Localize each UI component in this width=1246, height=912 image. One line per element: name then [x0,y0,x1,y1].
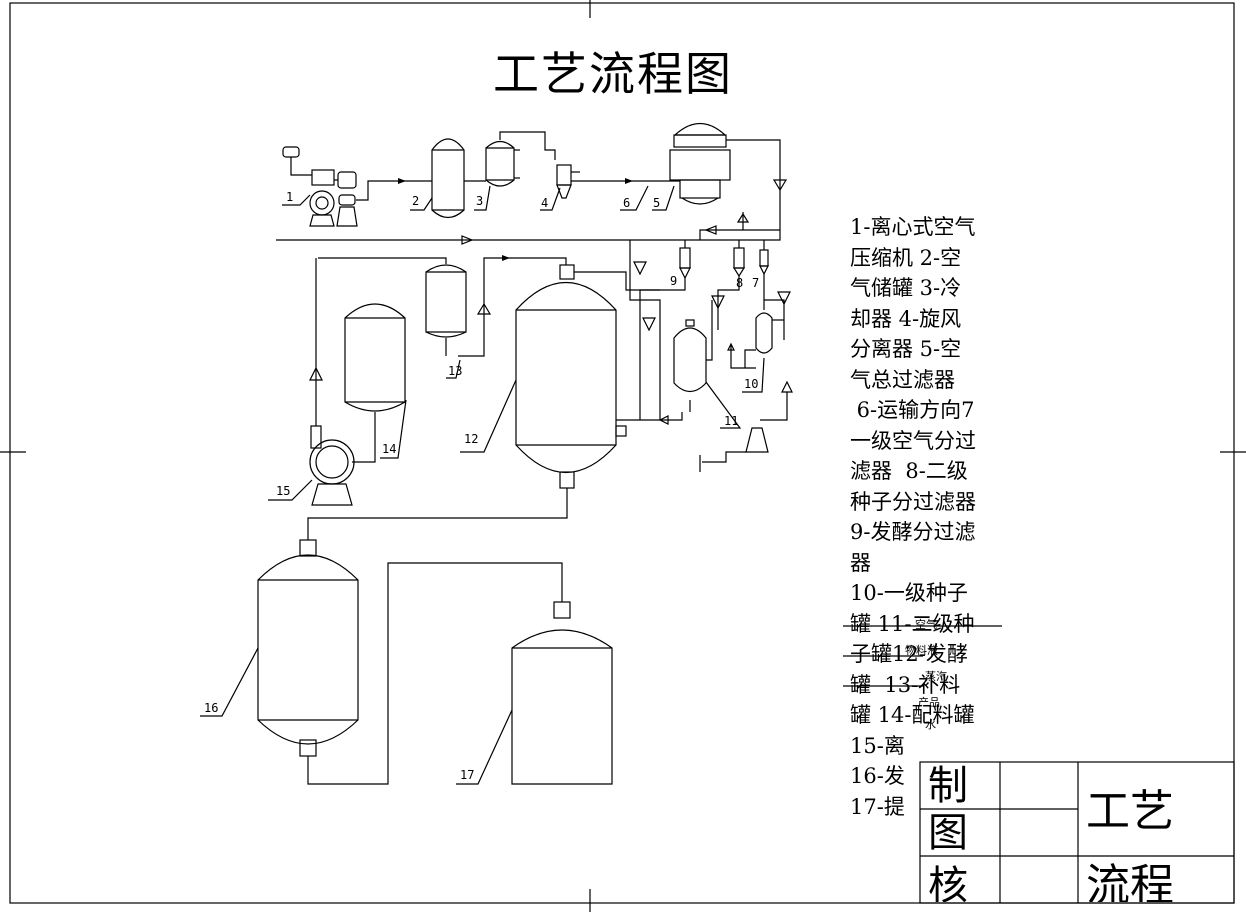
equipment-tag-4: 4 [541,196,549,210]
overlay-note-water: 水 [925,718,936,731]
equipment-tag-14: 14 [382,442,397,456]
drawing-frame [9,2,1235,904]
pipe-1-2 [356,180,432,201]
legend-line: 罐 14-配料罐 [850,703,975,727]
air-header-pipe [276,215,781,241]
title-block [919,761,1235,904]
equipment-tag-2: 2 [412,194,420,208]
equipment-tag-5: 5 [653,196,661,210]
centrifugal-pump-15 [309,258,355,506]
title-block-drawn-by: 制 [928,764,968,808]
equipment-tag-10: 10 [744,377,759,391]
legend-line: 却器 4-旋风 [850,306,962,331]
equipment-tag-12: 12 [464,432,479,446]
legend-line: 滤器 8-二级 [850,459,968,483]
equipment-legend: 1-离心式空气压缩机 2-空气储罐 3-冷却器 4-旋风分离器 5-空气总过滤器… [850,212,1015,822]
overlay-note-product: 产品 [918,696,940,709]
legend-line: 17-提 [850,794,905,819]
leader-lines [200,185,765,785]
legend-line: 6-运输方向7 [850,398,975,422]
fermenter-12 [515,264,683,489]
batching-tank-14 [344,303,406,463]
equipment-tag-3: 3 [476,194,484,208]
sampling-flask [699,427,769,472]
legend-line: 罐 11-二级种 [850,611,975,636]
title-block-name-line2: 流程 [1086,860,1174,902]
title-block-drawing: 图 [928,811,968,855]
equipment-tag-15: 15 [276,484,291,498]
legend-line: 罐 13-补料 [850,672,961,697]
legend-line: 子罐12-发酵 [850,642,968,666]
legend-line: 器 [850,550,871,575]
overlay-note-air: 空气 [915,618,937,631]
equipment-tag-1: 1 [286,190,294,204]
seed-tank-10 [744,300,784,368]
legend-line: 16-发 [850,764,905,788]
legend-line: 种子分过滤器 [850,489,976,514]
legend-line: 压缩机 2-空 [850,245,962,270]
legend-line: 气总过滤器 [850,367,955,392]
feeding-tank-13 [425,264,467,356]
air-storage-tank-2 [431,138,465,219]
cooler-3 [485,140,520,187]
overlay-note-material: 物料液 [905,644,938,657]
air-compressor-1 [282,146,358,227]
legend-line: 1-离心式空气 [850,215,976,239]
legend-line: 分离器 5-空 [850,337,962,361]
legend-list: 1-离心式空气压缩机 2-空气储罐 3-冷却器 4-旋风分离器 5-空气总过滤器… [850,212,1015,822]
pipe-3-4 [499,131,556,160]
title-block-name-line1: 工艺 [1086,786,1174,837]
equipment-tag-11: 11 [724,414,739,428]
cyclone-separator-4 [556,164,580,199]
equipment-tag-9: 9 [670,274,678,288]
legend-line: 15-离 [850,733,905,758]
legend-line: 10-一级种子 [850,581,968,605]
broth-tank-16 [257,539,563,785]
equipment-tag-6: 6 [623,196,631,210]
extraction-tank-17 [511,601,613,785]
equipment-tag-8: 8 [736,276,744,290]
title-block-checked-by: 核 [928,863,968,902]
equipment-tag-13: 13 [448,364,463,378]
legend-line: 9-发酵分过滤 [850,520,976,544]
main-air-filter-5 [669,122,788,215]
legend-line: 气储罐 3-冷 [850,276,962,300]
equipment-tag-16: 16 [204,701,219,715]
legend-line: 一级空气分过 [850,428,976,453]
sub-filters-7-8-9 [679,240,769,280]
equipment-tag-7: 7 [752,276,760,290]
seed-tank-11 [673,300,756,412]
equipment-tag-17: 17 [460,768,475,782]
overlay-note-steam: 蒸汽 [925,670,947,683]
page-title: 工艺流程图 [493,47,733,101]
